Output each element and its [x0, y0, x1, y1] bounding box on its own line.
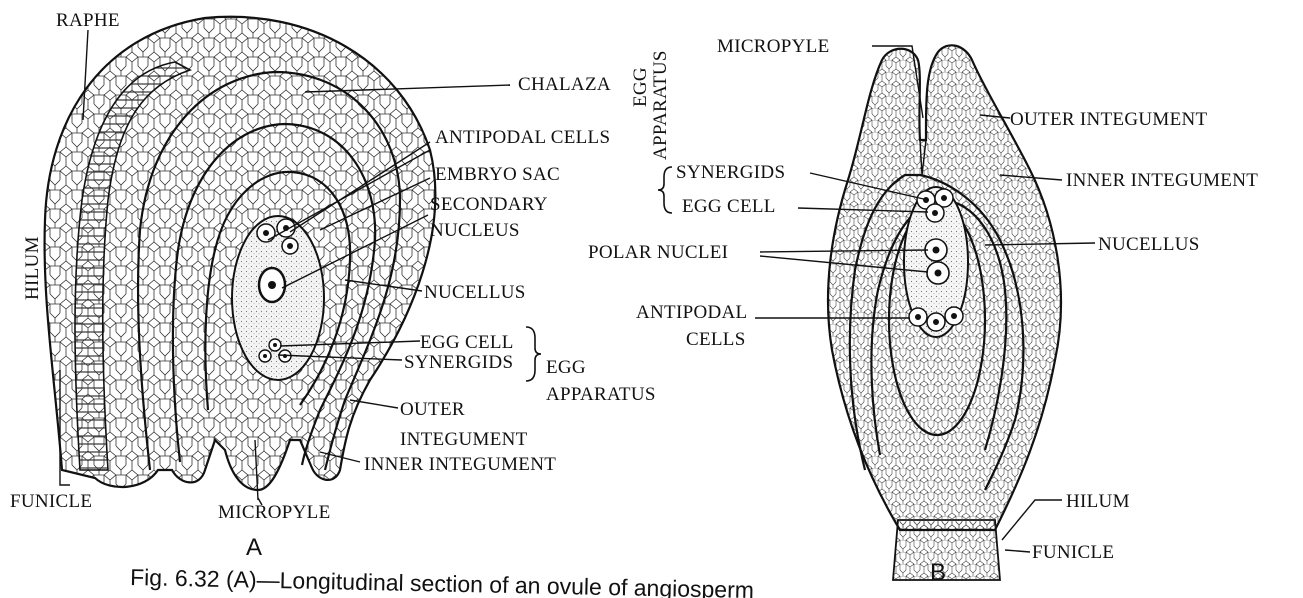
- label-outer-integument-1: OUTER: [400, 399, 465, 420]
- label-secondary-nucleus-1: SECONDARY: [430, 194, 548, 215]
- label-egg-apparatus-vertical-1: EGG: [630, 67, 651, 107]
- label-b-outer-integument: OUTER INTEGUMENT: [1010, 109, 1208, 130]
- label-b-antipodal-cells-1: ANTIPODAL: [636, 302, 747, 323]
- label-b-egg-cell: EGG CELL: [682, 196, 776, 217]
- label-b-nucellus: NUCELLUS: [1098, 234, 1200, 255]
- label-synergids: SYNERGIDS: [404, 352, 513, 373]
- label-b-hilum: HILUM: [1066, 491, 1130, 512]
- label-funicle: FUNICLE: [10, 491, 92, 512]
- label-embryo-sac: EMBRYO SAC: [435, 164, 560, 185]
- label-b-antipodal-cells-2: CELLS: [686, 329, 746, 350]
- label-b-micropyle: MICROPYLE: [717, 36, 830, 57]
- ovule-b-egg-apparatus-brace: [658, 167, 672, 213]
- label-inner-integument: INNER INTEGUMENT: [364, 454, 556, 475]
- label-egg-cell: EGG CELL: [420, 332, 514, 353]
- figure-letter-b: B: [930, 559, 946, 586]
- ovule-a-egg-apparatus-brace: [526, 327, 541, 381]
- label-hilum: HILUM: [22, 236, 43, 300]
- label-micropyle: MICROPYLE: [218, 502, 331, 523]
- label-antipodal-cells: ANTIPODAL CELLS: [435, 127, 610, 148]
- label-secondary-nucleus-2: NUCLEUS: [430, 220, 520, 241]
- label-b-inner-integument: INNER INTEGUMENT: [1066, 170, 1258, 191]
- label-outer-integument-2: INTEGUMENT: [400, 429, 528, 450]
- label-raphe: RAPHE: [56, 10, 120, 31]
- ovule-a-secondary-nucleus: [259, 268, 285, 302]
- label-egg-apparatus-vertical-2: APPARATUS: [650, 50, 671, 160]
- figure-letter-a: A: [246, 534, 262, 561]
- label-b-synergids: SYNERGIDS: [676, 162, 785, 183]
- label-egg-apparatus-2: APPARATUS: [546, 384, 656, 405]
- label-egg-apparatus-1: EGG: [546, 357, 586, 378]
- label-b-funicle: FUNICLE: [1032, 542, 1114, 563]
- label-chalaza: CHALAZA: [518, 74, 611, 95]
- label-b-polar-nuclei: POLAR NUCLEI: [588, 242, 728, 263]
- label-nucellus: NUCELLUS: [424, 282, 526, 303]
- figure-caption: Fig. 6.32 (A)—Longitudinal section of an…: [130, 564, 754, 598]
